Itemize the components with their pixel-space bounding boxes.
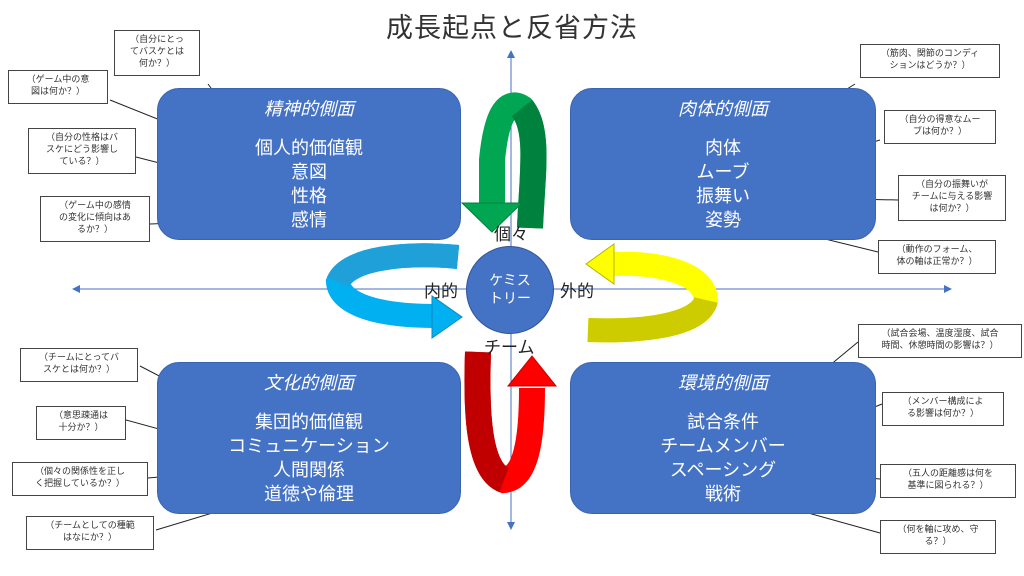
axis-label-external: 外的 xyxy=(560,282,594,302)
blue-cycle-arrow xyxy=(325,243,463,339)
note-environmental-spacing: （五人の距離感は何を 基準に図られる？） xyxy=(880,464,1016,498)
axis-label-team: チーム xyxy=(484,338,535,358)
note-environmental-tactics: （何を軸に攻め、守 る？） xyxy=(880,520,996,554)
mental-item-emotion: 感情 xyxy=(291,210,327,231)
quadrant-physical: 肉体的側面 肉体 ムーブ 振舞い 姿勢 xyxy=(570,88,876,240)
quadrant-mental: 精神的側面 個人的価値観 意図 性格 感情 xyxy=(157,88,461,240)
quadrant-environmental-title: 環境的側面 xyxy=(678,373,768,394)
quadrant-physical-title: 肉体的側面 xyxy=(678,99,768,120)
note-physical-behavior: （自分の振舞いが チームに与える影響 は何か？） xyxy=(898,175,1006,221)
axis-label-individual: 個々 xyxy=(494,225,528,245)
page-title: 成長起点と反省方法 xyxy=(386,13,638,44)
yellow-cycle-arrow xyxy=(585,243,719,343)
note-mental-values: （自分にとっ てバスケとは 何か？） xyxy=(114,30,200,76)
note-physical-body: （筋肉、関節のコンディ ションはどうか？） xyxy=(860,44,1000,78)
note-cultural-values: （チームにとってバ スケとは何か？） xyxy=(20,348,138,382)
quadrant-cultural: 文化的側面 集団的価値観 コミュニケーション 人間関係 道徳や倫理 xyxy=(157,362,461,514)
note-mental-emotion: （ゲーム中の感情 の変化に傾向はあ るか？） xyxy=(40,196,150,242)
note-cultural-relationships: （個々の関係性を正し く把握しているか？） xyxy=(12,462,148,496)
chemistry-center-circle: ケミス トリー xyxy=(466,246,554,334)
mental-item-personality: 性格 xyxy=(291,186,327,207)
cultural-item-communication: コミュニケーション xyxy=(228,436,390,457)
cultural-item-collective-values: 集団的価値観 xyxy=(255,412,363,433)
environmental-item-conditions: 試合条件 xyxy=(687,412,759,433)
quadrant-mental-title: 精神的側面 xyxy=(264,99,354,120)
environmental-item-tactics: 戦術 xyxy=(705,484,741,505)
cultural-item-ethics: 道徳や倫理 xyxy=(264,484,354,505)
note-cultural-ethics: （チームとしての種範 はなにか？） xyxy=(26,516,154,550)
environmental-item-members: チームメンバー xyxy=(660,436,786,457)
mental-item-intent: 意図 xyxy=(291,162,327,183)
note-environmental-members: （メンバー構成によ る影響は何か？） xyxy=(882,392,1004,426)
note-environmental-conditions: （試合会場、温度湿度、試合 時間、休憩時間の影響は？） xyxy=(858,324,1022,358)
mental-item-values: 個人的価値観 xyxy=(255,138,363,159)
environmental-item-spacing: スペーシング xyxy=(669,460,777,481)
note-mental-personality: （自分の性格はバ スケにどう影響し ている？） xyxy=(28,128,136,174)
physical-item-behavior: 振舞い xyxy=(696,186,750,207)
axis-label-internal: 内的 xyxy=(424,282,458,302)
note-cultural-communication: （意思疎通は 十分か？） xyxy=(36,406,126,440)
red-cycle-arrow xyxy=(464,351,558,494)
note-physical-move: （自分の得意なムー ブは何か？） xyxy=(884,110,996,144)
quadrant-cultural-title: 文化的側面 xyxy=(264,373,354,394)
physical-item-body: 肉体 xyxy=(705,138,741,159)
physical-item-posture: 姿勢 xyxy=(705,210,741,231)
quadrant-environmental: 環境的側面 試合条件 チームメンバー スペーシング 戦術 xyxy=(570,362,876,514)
physical-item-move: ムーブ xyxy=(696,162,750,183)
cultural-item-relationships: 人間関係 xyxy=(273,460,345,481)
note-mental-intent: （ゲーム中の意 図は何か？） xyxy=(8,70,108,104)
green-cycle-arrow xyxy=(460,92,547,233)
note-physical-posture: （動作のフォーム、 体の軸は正常か？） xyxy=(878,240,996,274)
